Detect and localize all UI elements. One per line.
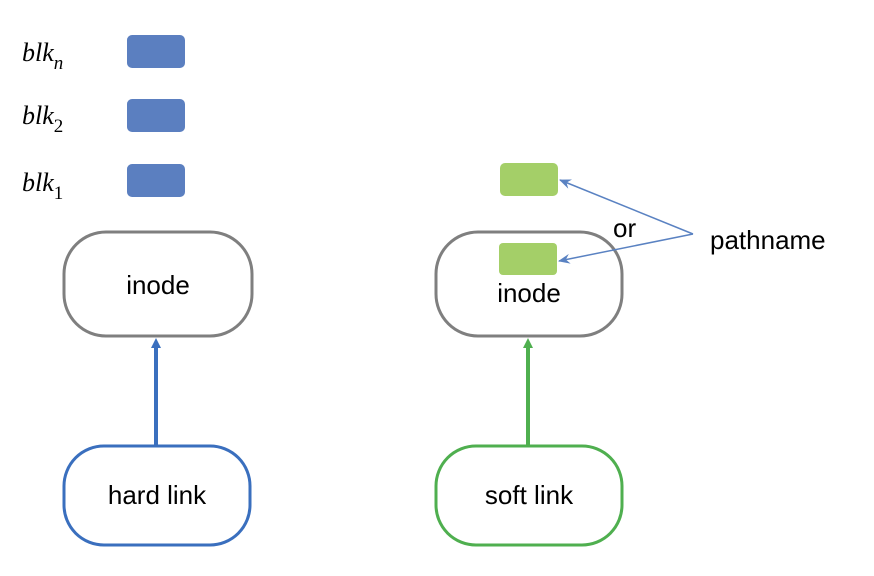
- pathname-block-external: [500, 163, 558, 196]
- soft-inode-label: inode: [497, 278, 561, 308]
- hard-inode: [62, 230, 254, 338]
- soft-link-label: soft link: [485, 480, 574, 510]
- pathname-arrow-inline: [558, 233, 694, 264]
- soft-link-node: [434, 444, 624, 547]
- hard-inode-label: inode: [126, 270, 190, 300]
- data-block-1: [127, 164, 185, 197]
- block-label-1: blk1: [22, 168, 63, 204]
- or-label: or: [613, 213, 636, 243]
- data-block-n: [127, 35, 185, 68]
- pathname-label: pathname: [710, 225, 826, 255]
- data-block-2: [127, 99, 185, 132]
- block-label-n: blkn: [22, 38, 63, 74]
- block-label-2: blk2: [22, 101, 63, 137]
- pathname-arrow-external: [559, 179, 694, 235]
- hard-link-label: hard link: [108, 480, 207, 510]
- pathname-block-inline: [499, 243, 557, 275]
- hard-link-node: [62, 444, 252, 547]
